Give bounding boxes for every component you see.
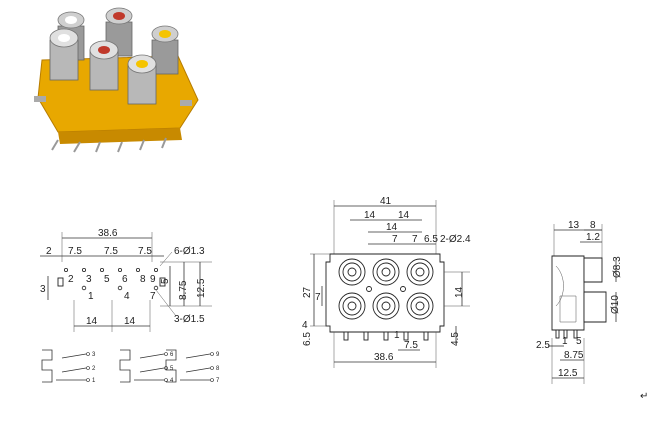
dim-4-left: 4	[302, 320, 308, 331]
dim-bottom-14b: 14	[124, 316, 136, 327]
dim-125-side: 12.5	[558, 368, 578, 379]
schematic-symbols: 3 2 1 6 5 4 9 8 7	[41, 349, 220, 384]
pin-2: 2	[68, 274, 74, 285]
dim-bottom-14a: 14	[86, 316, 98, 327]
sch-8: 8	[216, 366, 220, 372]
dim-875-side: 8.75	[564, 350, 584, 361]
dim-7a: 7	[392, 234, 398, 245]
dim-27: 27	[302, 286, 313, 298]
side-view-drawing: 13 8 1.2 Ø8.3 Ø10 2.5 1 5 8.75 12.5	[536, 220, 623, 384]
dim-14-right: 14	[454, 286, 465, 298]
pin-1: 1	[88, 291, 94, 302]
dim-pitch-3: 7.5	[138, 246, 152, 257]
dim-right-5: 5	[160, 278, 171, 284]
dim-14a: 14	[364, 210, 376, 221]
dim-7b: 7	[412, 234, 418, 245]
dim-65-left: 6.5	[302, 332, 313, 346]
sch-7: 7	[216, 378, 220, 384]
dim-right-875: 8.75	[178, 280, 189, 300]
dim-83: Ø8.3	[612, 256, 623, 278]
dim-1-side: 1	[562, 336, 568, 347]
dim-75: 7.5	[404, 340, 418, 351]
dim-65-top: 6.5	[424, 234, 438, 245]
dim-41: 41	[380, 196, 392, 207]
note-posts: 3-Ø1.5	[174, 314, 205, 325]
dim-overall: 38.6	[98, 228, 118, 239]
dim-12: 1.2	[586, 232, 600, 243]
pin-6: 6	[122, 274, 128, 285]
dim-7-left: 7	[315, 292, 321, 303]
pin-9: 9	[150, 274, 156, 285]
dim-pitch-1: 7.5	[68, 246, 82, 257]
return-mark: ↵	[640, 391, 648, 402]
dim-14c: 14	[386, 222, 398, 233]
pin-7: 7	[150, 291, 156, 302]
dim-offset: 2	[46, 246, 52, 257]
product-photo	[34, 7, 199, 153]
dim-25: 2.5	[536, 340, 550, 351]
sch-4: 4	[170, 378, 174, 384]
pin-4: 4	[124, 291, 130, 302]
sch-3: 3	[92, 352, 96, 358]
dim-45: 4.5	[450, 332, 461, 346]
sch-2: 2	[92, 366, 96, 372]
dim-386-front: 38.6	[374, 352, 394, 363]
dim-pitch-2: 7.5	[104, 246, 118, 257]
dim-8: 8	[590, 220, 596, 231]
dim-left-3: 3	[40, 284, 46, 295]
note-2-holes: 2-Ø2.4	[440, 234, 471, 245]
pin-5: 5	[104, 274, 110, 285]
dim-10: Ø10	[610, 295, 621, 314]
dim-13: 13	[568, 220, 580, 231]
note-holes: 6-Ø1.3	[174, 246, 205, 257]
dim-1: 1	[394, 330, 400, 341]
pin-8: 8	[140, 274, 146, 285]
front-view-drawing: 41 14 14 14 7 7 6.5 2-Ø2.4	[302, 196, 471, 368]
dim-14b: 14	[398, 210, 410, 221]
sch-1: 1	[92, 378, 96, 384]
pin-3: 3	[86, 274, 92, 285]
dim-5-side: 5	[576, 336, 582, 347]
dim-right-125: 12.5	[196, 278, 207, 298]
sch-5: 5	[170, 366, 174, 372]
sch-9: 9	[216, 352, 220, 358]
footprint-drawing: 38.6 2 7.5 7.5 7.5 6-Ø1.3 2 3 5 6 8 9 1 …	[40, 228, 212, 332]
sch-6: 6	[170, 352, 174, 358]
